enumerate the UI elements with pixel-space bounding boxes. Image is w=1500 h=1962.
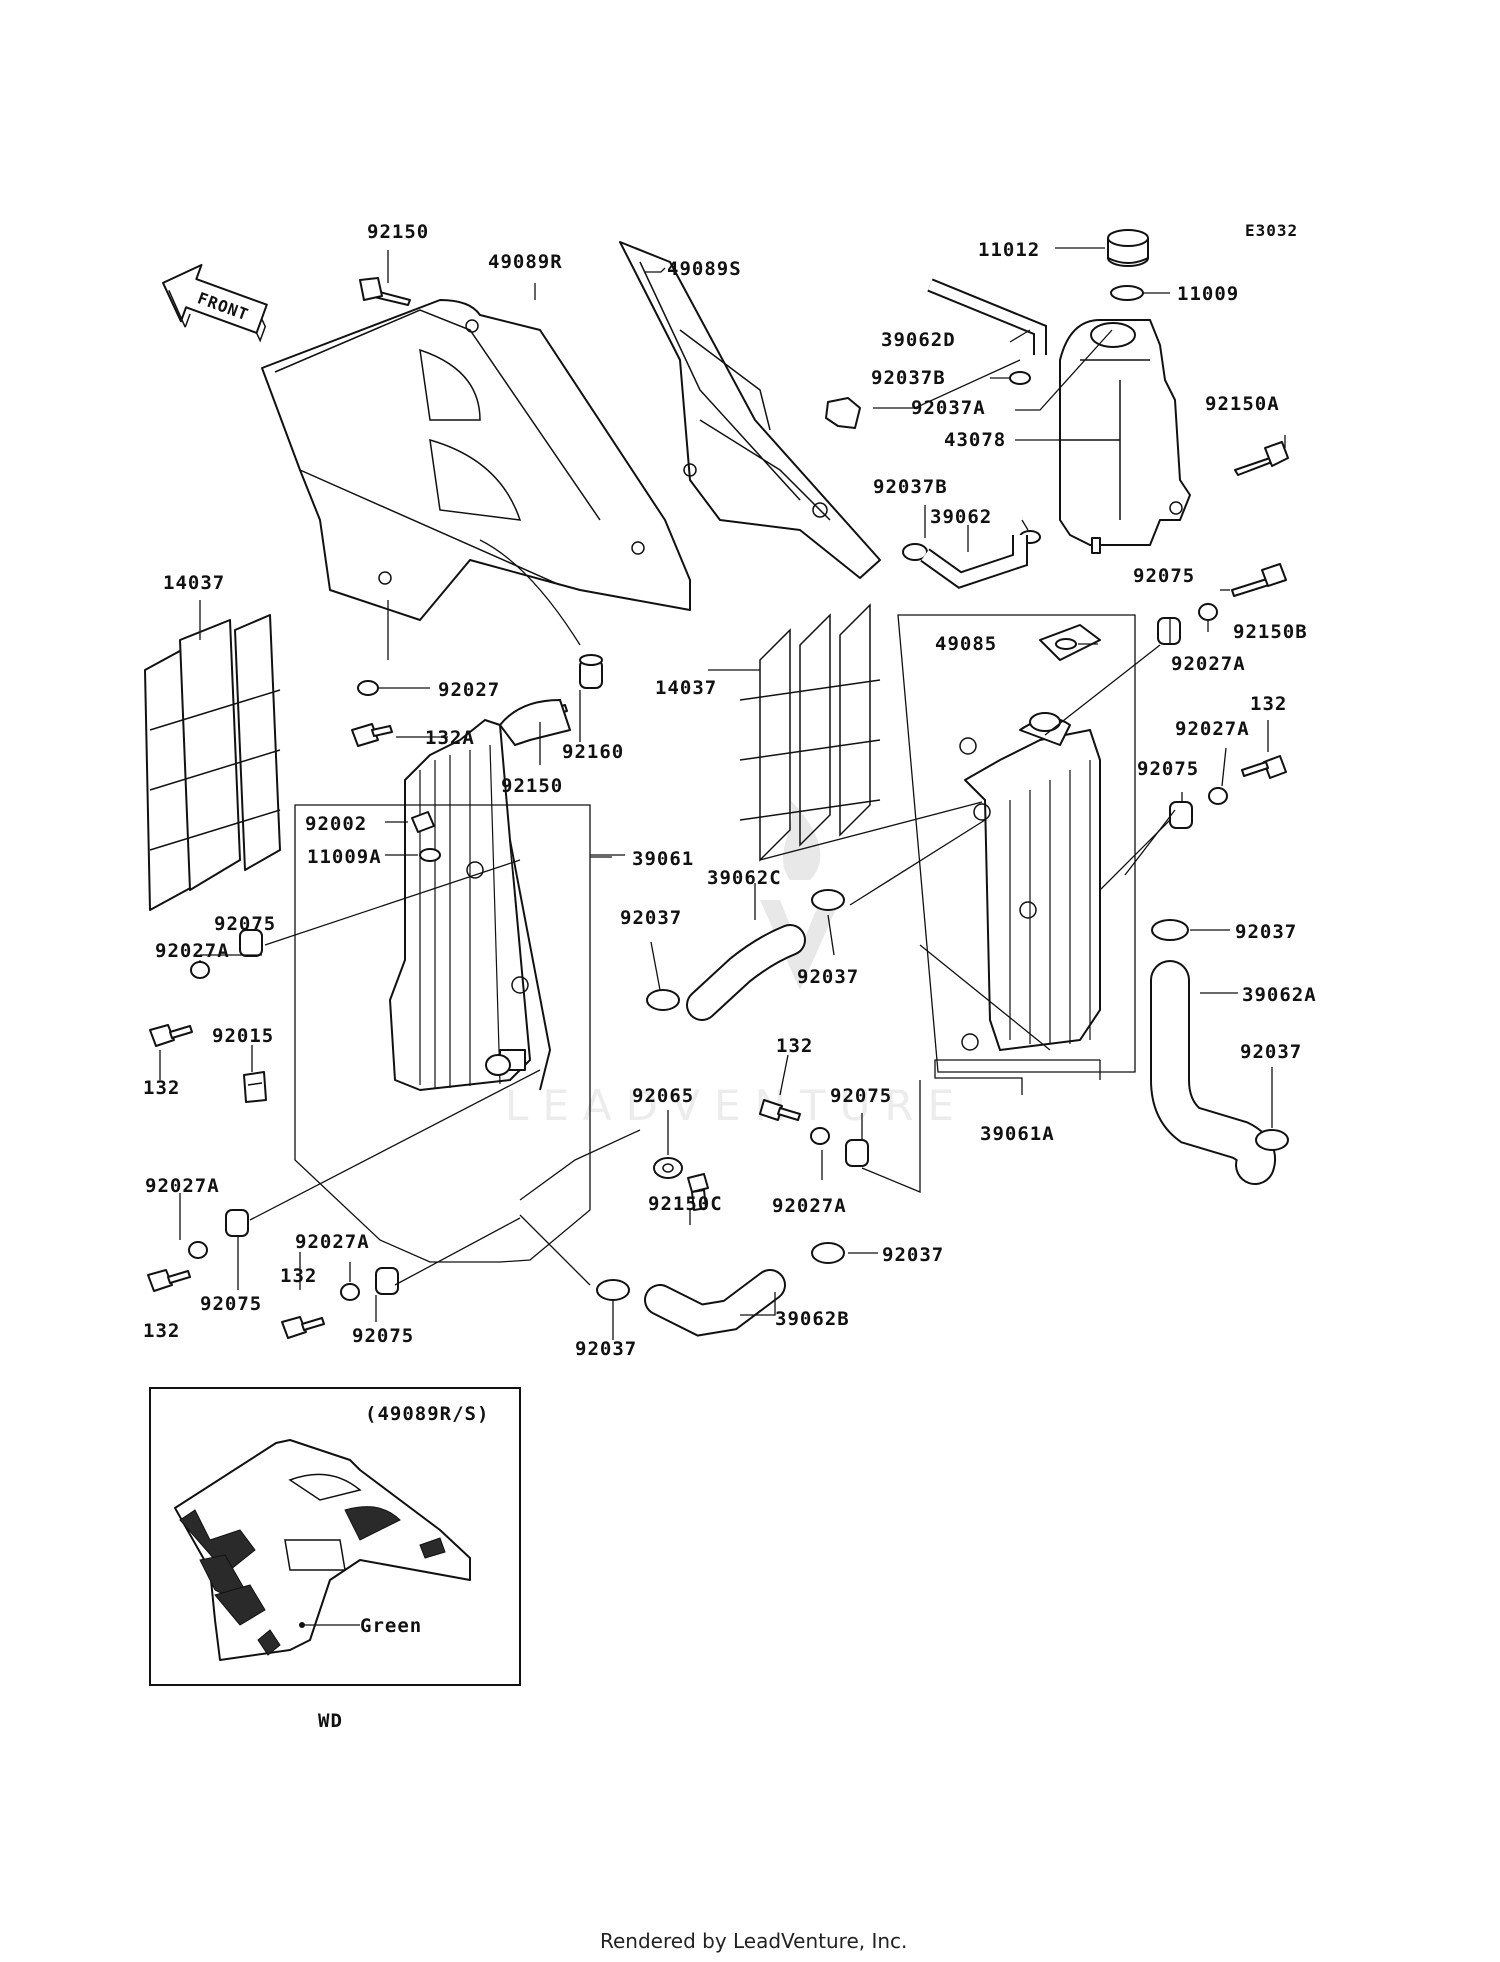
label-92037-b: 92037 xyxy=(575,1338,637,1360)
label-92075-r2: 92075 xyxy=(1137,758,1199,780)
label-39062: 39062 xyxy=(930,506,992,528)
bolt-92150C-part xyxy=(687,1173,709,1211)
cross-leader-lines xyxy=(249,539,1171,1286)
label-92027A-r2: 92027A xyxy=(1175,718,1250,740)
group-bracket-39061A xyxy=(897,614,1176,1073)
label-39061A: 39061A xyxy=(980,1123,1055,1145)
label-92037-r1: 92037 xyxy=(1235,921,1297,943)
label-92075-l: 92075 xyxy=(214,913,276,935)
diagram-code: E3032 xyxy=(1245,221,1298,240)
label-39061: 39061 xyxy=(632,848,694,870)
label-39062D: 39062D xyxy=(881,329,956,351)
label-92150B: 92150B xyxy=(1233,621,1308,643)
inset-panel: (49089R/S) Green xyxy=(149,1387,521,1686)
radiator-guard-left-part xyxy=(144,614,281,911)
washer-92027A-parts xyxy=(188,603,1228,1301)
label-132-c: 132 xyxy=(776,1035,813,1057)
label-11012: 11012 xyxy=(978,239,1040,261)
reservoir-tank-part xyxy=(1059,319,1191,554)
label-92150-top: 92150 xyxy=(367,221,429,243)
label-11009A: 11009A xyxy=(307,846,382,868)
radiator-shroud-right-part xyxy=(619,241,881,579)
watermark-text: LEADVENTURE xyxy=(505,1081,968,1130)
bolt-132A-part xyxy=(351,723,393,747)
radiator-shroud-left-part xyxy=(261,299,691,621)
label-49089R: 49089R xyxy=(488,251,563,273)
part-labels: E3032 92150 49089R 49089S 11012 11009 39… xyxy=(143,221,1317,1360)
label-92027-mid: 92027 xyxy=(438,679,500,701)
group-bracket-39061 xyxy=(294,804,625,1263)
bolt-92150B-part xyxy=(1231,563,1287,597)
variant-label: WD xyxy=(318,1710,343,1732)
label-92150C: 92150C xyxy=(648,1193,723,1215)
label-92075-c: 92075 xyxy=(830,1085,892,1107)
label-14037-left: 14037 xyxy=(163,572,225,594)
label-39062B: 39062B xyxy=(775,1308,850,1330)
bolt-92150A-part xyxy=(1234,441,1289,476)
label-14037-mid: 14037 xyxy=(655,677,717,699)
label-92075-bl: 92075 xyxy=(200,1293,262,1315)
label-92002: 92002 xyxy=(305,813,367,835)
hose-39062A-part xyxy=(1150,960,1276,1185)
radiator-left-fins xyxy=(419,744,501,1088)
footer-credit: Rendered by LeadVenture, Inc. xyxy=(600,1929,907,1953)
label-92037B-a: 92037B xyxy=(871,367,946,389)
label-92027A-l: 92027A xyxy=(155,940,230,962)
label-92037-l1: 92037 xyxy=(620,907,682,929)
grommet-92075-parts xyxy=(225,617,1193,1295)
label-92015: 92015 xyxy=(212,1025,274,1047)
bolt-92150-top-part xyxy=(359,277,411,306)
hose-clamp-small-part xyxy=(825,371,1041,561)
inset-shroud-graphic xyxy=(174,1439,471,1661)
label-39062C: 39062C xyxy=(707,867,782,889)
label-92037-r2: 92037 xyxy=(1240,1041,1302,1063)
label-132-b2: 132 xyxy=(280,1265,317,1287)
label-92027A-c: 92027A xyxy=(772,1195,847,1217)
label-11009: 11009 xyxy=(1177,283,1239,305)
label-92037-c1: 92037 xyxy=(797,966,859,988)
inset-color-label: Green xyxy=(360,1615,422,1637)
radiator-right-part xyxy=(959,712,1101,1051)
hose-39062B-part xyxy=(644,1269,786,1337)
label-92065: 92065 xyxy=(632,1085,694,1107)
label-49089S: 49089S xyxy=(667,258,742,280)
label-92037A: 92037A xyxy=(911,397,986,419)
label-92037-c2: 92037 xyxy=(882,1244,944,1266)
pad-49085-part xyxy=(1039,624,1101,661)
label-92075-tr: 92075 xyxy=(1133,565,1195,587)
hose-39062C-part xyxy=(686,924,806,1021)
hose-clamp-92037-parts xyxy=(596,889,1289,1301)
label-92027A-tr: 92027A xyxy=(1171,653,1246,675)
label-92037B-b: 92037B xyxy=(873,476,948,498)
label-132A: 132A xyxy=(425,727,475,749)
label-43078: 43078 xyxy=(944,429,1006,451)
label-92075-b2: 92075 xyxy=(352,1325,414,1347)
reservoir-cap-part xyxy=(1107,229,1149,301)
radiator-guard-right-part xyxy=(739,603,881,862)
washer-92027-part xyxy=(357,680,379,696)
label-39062A: 39062A xyxy=(1242,984,1317,1006)
label-92150A: 92150A xyxy=(1205,393,1280,415)
inset-label: (49089R/S) xyxy=(365,1403,489,1425)
label-92027A-b2: 92027A xyxy=(295,1231,370,1253)
label-132-bl: 132 xyxy=(143,1320,180,1342)
bolt-132-parts xyxy=(147,755,1287,1339)
drain-bolt-92002-part xyxy=(411,811,441,862)
grommet-92160-part xyxy=(579,654,603,689)
washer-92065-part xyxy=(653,1157,683,1179)
front-arrow-icon: FRONT xyxy=(162,263,268,343)
label-92160: 92160 xyxy=(562,741,624,763)
label-132-tr: 132 xyxy=(1250,693,1287,715)
watermark: LEADVENTURE xyxy=(505,800,968,1130)
label-92027A-bl: 92027A xyxy=(145,1175,220,1197)
short-hose-part xyxy=(920,535,1028,589)
label-132-l: 132 xyxy=(143,1077,180,1099)
leader-lines xyxy=(159,247,1286,1340)
label-49085: 49085 xyxy=(935,633,997,655)
clip-92015-part xyxy=(243,1071,267,1103)
label-92150-mid: 92150 xyxy=(501,775,563,797)
overflow-tube-part xyxy=(927,278,1047,355)
